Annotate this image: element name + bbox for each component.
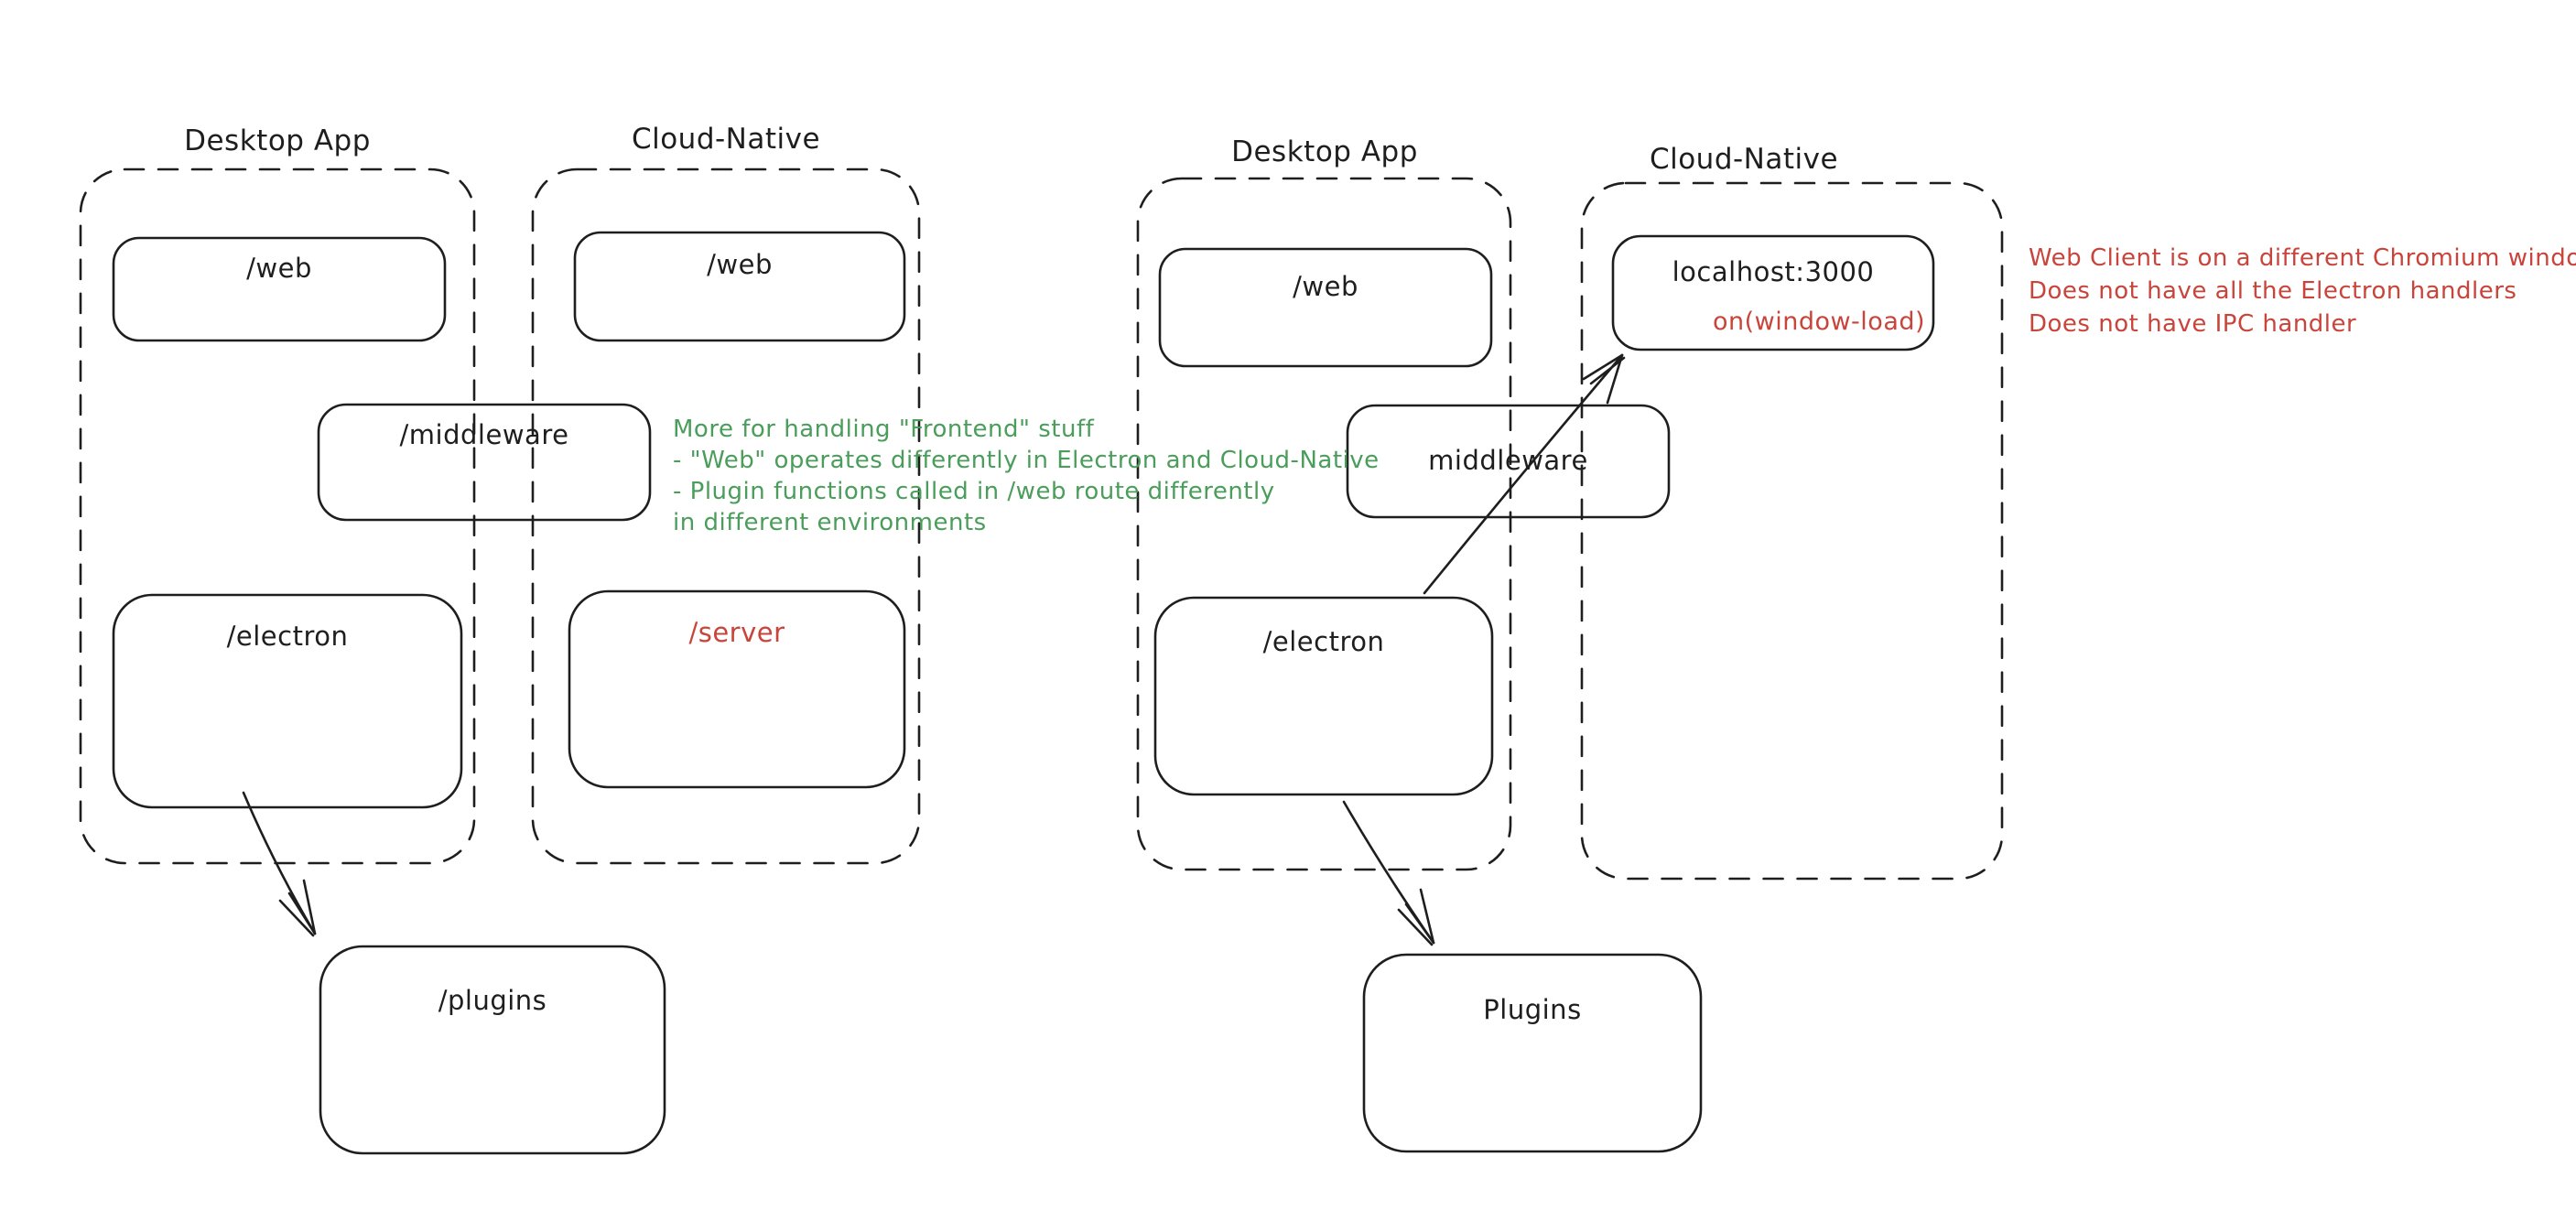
label-plugins-right: Plugins [1483,994,1582,1025]
green-note-line: - Plugin functions called in /web route … [673,478,1275,505]
box-middleware-right [1346,404,1671,519]
label-middleware-left: /middleware [399,419,569,450]
red-note: Web Client is on a different Chromium wi… [2029,242,2576,340]
box-electron-right [1153,596,1494,796]
container-cloud-native-left [531,168,921,865]
label-electron-right: /electron [1262,626,1385,657]
arrow-electron-to-plugins-left [242,791,317,937]
group-title-desktop-app-left: Desktop App [184,124,371,157]
box-localhost-right [1611,234,1935,351]
green-note-line: More for handling "Frontend" stuff [673,416,1095,443]
label-web-right: /web [1293,271,1358,302]
red-note-line: Web Client is on a different Chromium wi… [2029,244,2576,272]
label-plugins-left: /plugins [438,985,547,1016]
label-web-desktop-left: /web [246,253,312,284]
group-title-cloud-native-left: Cloud-Native [631,123,821,156]
group-title-desktop-app-right: Desktop App [1231,135,1418,168]
arrow-electron-to-localhost [1423,353,1626,595]
box-web-desktop-left [112,236,447,342]
label-on-window-load: on(window-load) [1712,308,1926,336]
label-server-left: /server [688,617,785,648]
green-note-line: - "Web" operates differently in Electron… [673,447,1380,474]
container-desktop-app-right [1136,177,1512,871]
green-note: More for handling "Frontend" stuff - "We… [673,414,1380,538]
box-server-left [568,589,906,789]
container-cloud-native-right [1580,181,2004,881]
box-middleware-left [317,403,652,522]
red-note-line: Does not have all the Electron handlers [2029,277,2517,305]
box-plugins-right [1362,953,1703,1153]
group-title-cloud-native-right: Cloud-Native [1649,143,1839,176]
box-web-right [1158,247,1493,368]
label-electron-left: /electron [226,621,349,652]
label-middleware-right: middleware [1428,445,1588,476]
label-localhost-right: localhost:3000 [1672,256,1875,287]
box-plugins-left [319,945,666,1155]
red-note-line: Does not have IPC handler [2029,310,2357,338]
arrow-electron-to-plugins-right [1342,800,1435,946]
label-web-cloud-left: /web [707,249,773,280]
green-note-line: in different environments [673,509,987,536]
box-web-cloud-left [573,231,906,342]
box-electron-left [112,593,463,809]
